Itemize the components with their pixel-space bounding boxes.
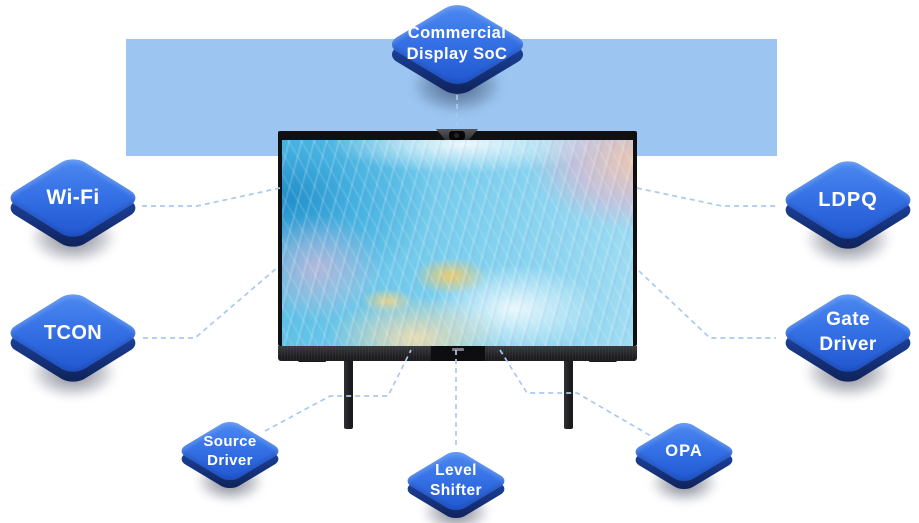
chip-opa: OPA [630, 414, 738, 522]
chip-gate-driver: Gate Driver [778, 284, 918, 424]
connector-ldpq [636, 187, 776, 207]
brand-logo-mark [452, 348, 464, 351]
chip-label: Wi-Fi [24, 149, 122, 247]
chip-label-line: Gate Driver [819, 309, 877, 355]
chip-label-line: Source [203, 432, 257, 450]
chip-tcon: TCON [3, 284, 143, 424]
chip-wifi: Wi-Fi [3, 149, 143, 289]
chip-label-line: OPA [665, 442, 703, 461]
display-leg-right [564, 361, 573, 429]
chip-label-line: Shifter [430, 482, 482, 499]
chip-label: Level Shifter [418, 443, 494, 519]
chip-label-line: Level [435, 461, 477, 479]
display-screen-wallpaper [282, 140, 633, 346]
chip-label-line: Driver [207, 452, 253, 469]
chip-label: LDPQ [799, 151, 897, 249]
chip-source-driver: Source Driver [176, 413, 284, 521]
chip-label-line: Commercial [407, 23, 507, 42]
chip-label-line: Display SoC [406, 45, 508, 63]
display-device [278, 129, 637, 429]
chip-label-line: LDPQ [818, 189, 878, 211]
chip-label-line: Wi-Fi [46, 186, 100, 210]
chip-level-shifter: Level Shifter [402, 443, 510, 523]
connector-gate-driver [638, 270, 776, 339]
chip-label: Commercial Display SoC [406, 0, 509, 96]
chip-commercial-display-soc: Commercial Display SoC [384, 0, 530, 139]
chip-label: Gate Driver [799, 284, 897, 382]
soundbar-center-notch [431, 346, 485, 361]
chip-label: TCON [24, 284, 122, 382]
chip-ldpq: LDPQ [778, 151, 918, 291]
display-leg-left [344, 361, 353, 429]
connector-tcon [143, 266, 279, 339]
connector-wifi [142, 187, 281, 207]
chip-label-line: TCON [43, 322, 103, 344]
chip-label: OPA [646, 414, 722, 490]
chip-label: Source Driver [192, 413, 268, 489]
